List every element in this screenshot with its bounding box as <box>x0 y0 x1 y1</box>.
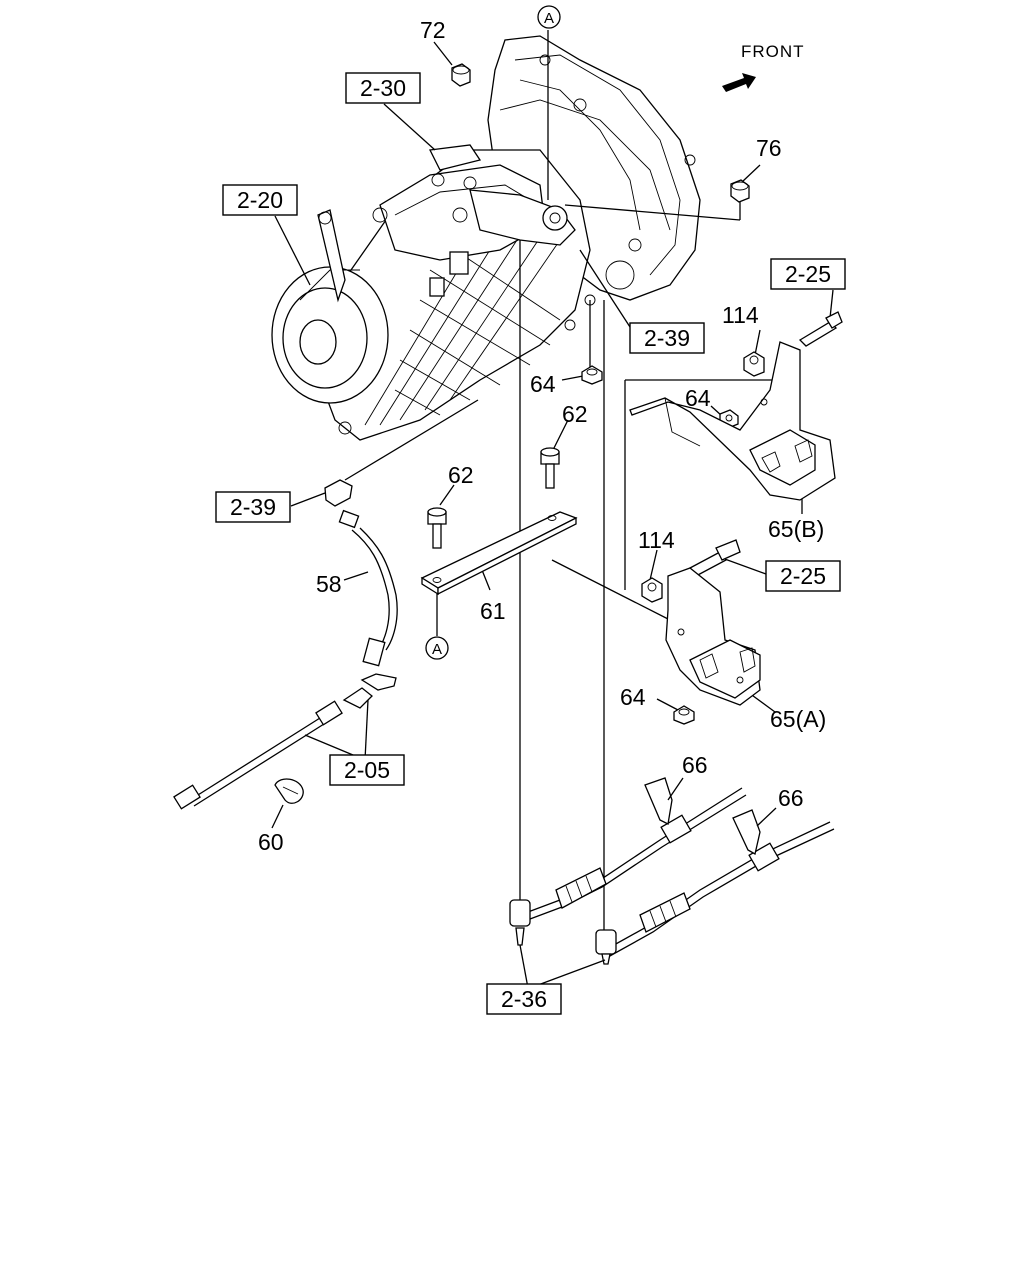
nut-64-c <box>673 705 695 725</box>
part-label-66-b: 66 <box>778 785 804 811</box>
cable-assembly <box>509 777 835 989</box>
part-label-114-top: 114 <box>722 302 759 328</box>
nut-64-a <box>581 365 603 385</box>
bracket-65a <box>665 567 761 706</box>
plate-61 <box>420 511 578 596</box>
part-label-76: 76 <box>756 135 782 161</box>
part-label-66-a: 66 <box>682 752 708 778</box>
ref-box-2-30-label: 2-30 <box>360 75 406 101</box>
nut-72 <box>451 63 471 87</box>
part-label-64-b: 64 <box>685 385 711 411</box>
front-label: FRONT <box>741 42 805 61</box>
part-label-64-c: 64 <box>620 684 646 710</box>
ref-box-2-25-mid: 2-25 <box>765 560 841 592</box>
ref-box-2-39-left: 2-39 <box>215 491 291 523</box>
circle-marker-a-bottom: A <box>425 636 449 660</box>
part-label-65b: 65(B) <box>768 516 824 542</box>
ref-box-2-39-left-label: 2-39 <box>230 494 276 520</box>
part-label-72: 72 <box>420 17 446 43</box>
ref-box-2-05-label: 2-05 <box>344 757 390 783</box>
ref-box-2-20: 2-20 <box>222 184 298 216</box>
part-label-64-a: 64 <box>530 371 556 397</box>
ref-box-2-39-top: 2-39 <box>629 322 705 354</box>
ref-box-2-25-mid-label: 2-25 <box>780 563 826 589</box>
bolt-62-b <box>540 447 560 489</box>
transmission-assembly <box>271 35 701 441</box>
part-label-60: 60 <box>258 829 284 855</box>
part-label-62-a: 62 <box>448 462 474 488</box>
part-label-61: 61 <box>480 598 506 624</box>
bracket-65b <box>629 341 836 501</box>
ref-box-2-36: 2-36 <box>486 983 562 1015</box>
ref-box-2-25-top-label: 2-25 <box>785 261 831 287</box>
clip-60 <box>271 778 304 829</box>
ref-box-2-30: 2-30 <box>345 72 421 104</box>
nut-114-mid <box>641 577 663 603</box>
part-label-62-b: 62 <box>562 401 588 427</box>
part-label-65a: 65(A) <box>770 706 826 732</box>
front-indicator: FRONT <box>722 42 805 92</box>
part-label-58: 58 <box>316 571 342 597</box>
bolt-2-25-mid <box>689 539 741 577</box>
circle-marker-a-top: A <box>537 5 561 29</box>
nut-76 <box>730 179 750 203</box>
front-arrow-icon <box>722 73 756 92</box>
bolt-2-25-top <box>798 311 843 347</box>
nut-114-top <box>743 351 765 377</box>
ref-box-2-20-label: 2-20 <box>237 187 283 213</box>
circle-marker-a-top-label: A <box>544 10 554 27</box>
part-label-114-mid: 114 <box>638 527 675 553</box>
bolt-62-a <box>427 507 447 549</box>
ref-box-2-05: 2-05 <box>329 754 405 786</box>
circle-marker-a-bottom-label: A <box>432 641 442 658</box>
part-number-labels: 72 76 114 64 64 62 62 65(B) 114 58 61 64… <box>258 17 826 855</box>
hose-assembly <box>324 479 398 667</box>
ref-box-2-39-top-label: 2-39 <box>644 325 690 351</box>
ref-box-2-25-top: 2-25 <box>770 258 846 290</box>
pipe-2-05 <box>173 673 397 810</box>
ref-box-2-36-label: 2-36 <box>501 986 547 1012</box>
